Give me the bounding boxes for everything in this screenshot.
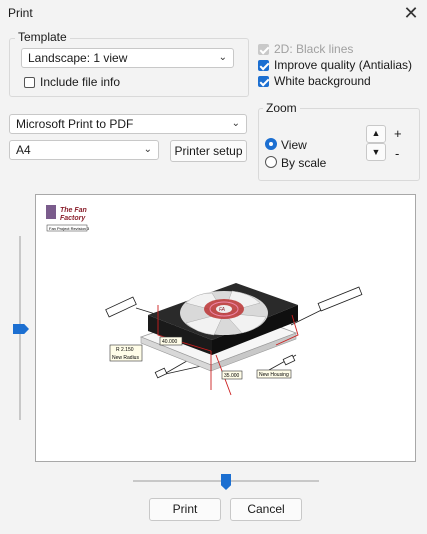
include-file-info-checkbox[interactable]: [24, 77, 35, 88]
logo-line2: Factory: [60, 215, 86, 222]
window-title: Print: [8, 6, 33, 20]
zoom-by-scale-label: By scale: [281, 156, 327, 170]
template-legend: Template: [15, 30, 70, 44]
printer-select-value: Microsoft Print to PDF: [16, 117, 134, 131]
triangle-up-icon: ▲: [371, 128, 381, 138]
zoom-minus-label: -: [395, 146, 400, 161]
improve-quality-checkbox[interactable]: [258, 60, 269, 71]
template-select-value: Landscape: 1 view: [28, 51, 128, 65]
new-radius-label: New Radius: [112, 355, 139, 361]
template-group: [9, 38, 249, 97]
chevron-down-icon: ⌄: [218, 52, 227, 63]
zoom-group: [258, 108, 420, 181]
triangle-down-icon: ▼: [371, 147, 381, 157]
paper-select[interactable]: A4 ⌄: [9, 140, 159, 160]
zoom-down-button[interactable]: ▼: [366, 143, 386, 161]
include-file-info-label: Include file info: [40, 75, 121, 89]
template-select[interactable]: Landscape: 1 view ⌄: [21, 48, 234, 68]
hub-brand-text: FA: [219, 307, 226, 313]
black-lines-label: 2D: Black lines: [274, 42, 354, 56]
dim-40-label: 40.000: [162, 339, 178, 345]
close-icon[interactable]: ✕: [403, 3, 419, 23]
zoom-by-scale-radio[interactable]: [265, 156, 277, 168]
print-preview: The Fan Factory Fan Project Revision 3: [35, 194, 416, 462]
vertical-slider-thumb[interactable]: [13, 324, 29, 334]
project-label: Fan Project Revision 3: [49, 226, 90, 231]
black-lines-checkbox[interactable]: [258, 44, 269, 55]
dim-r-label: R 2.150: [116, 347, 134, 353]
zoom-view-radio[interactable]: [265, 138, 277, 150]
dim-35-label: 35.000: [224, 373, 240, 379]
printer-select[interactable]: Microsoft Print to PDF ⌄: [9, 114, 247, 134]
company-logo: The Fan Factory: [46, 205, 87, 222]
horizontal-slider-thumb[interactable]: [221, 474, 231, 490]
cancel-button[interactable]: Cancel: [230, 498, 302, 521]
printer-setup-button[interactable]: Printer setup: [170, 140, 247, 162]
white-background-checkbox[interactable]: [258, 76, 269, 87]
paper-select-value: A4: [16, 143, 31, 157]
improve-quality-label: Improve quality (Antialias): [274, 58, 413, 72]
preview-drawing: The Fan Factory Fan Project Revision 3: [46, 205, 363, 396]
new-housing-label: New Housing: [259, 372, 289, 378]
white-background-label: White background: [274, 74, 371, 88]
chevron-down-icon: ⌄: [231, 118, 240, 129]
zoom-plus-label: +: [394, 126, 402, 141]
zoom-legend: Zoom: [263, 101, 300, 115]
print-button[interactable]: Print: [149, 498, 221, 521]
chevron-down-icon: ⌄: [143, 144, 152, 155]
logo-line1: The Fan: [60, 207, 87, 214]
zoom-view-label: View: [281, 138, 307, 152]
zoom-up-button[interactable]: ▲: [366, 125, 386, 143]
